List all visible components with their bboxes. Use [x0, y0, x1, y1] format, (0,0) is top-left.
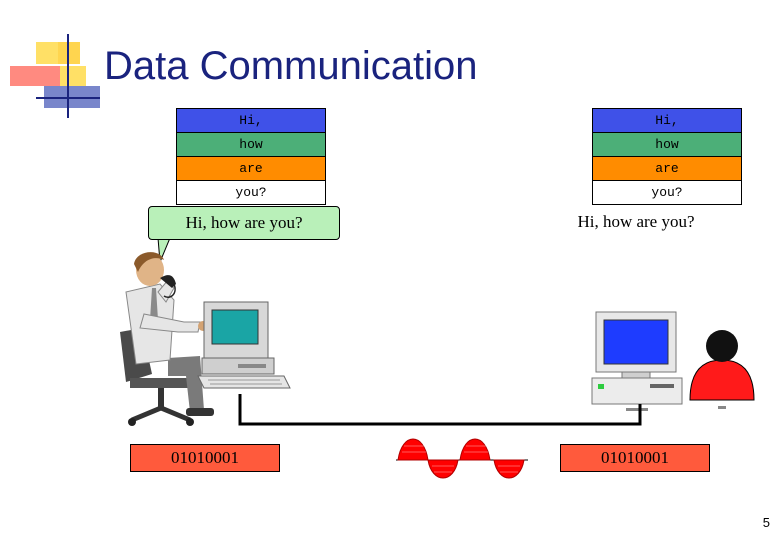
desktop-computer-icon	[197, 301, 291, 389]
packet-row: how	[593, 133, 741, 157]
packet-row: are	[177, 157, 325, 181]
packet-row: are	[593, 157, 741, 181]
receiver-packet: Hi, how are you?	[592, 108, 742, 205]
person-with-phone-icon	[120, 252, 214, 426]
sender-speech-bubble: Hi, how are you?	[148, 206, 340, 240]
page-number: 5	[762, 515, 770, 530]
packet-row: how	[177, 133, 325, 157]
packet-row: you?	[593, 181, 741, 204]
analog-wave-icon	[396, 438, 528, 479]
receiver-binary: 01010001	[560, 444, 710, 472]
receiver-message: Hi, how are you?	[562, 206, 710, 238]
sender-binary: 01010001	[130, 444, 280, 472]
receiver-person-icon	[689, 330, 755, 409]
packet-row: Hi,	[593, 109, 741, 133]
page-title: Data Communication	[104, 44, 478, 88]
packet-row: you?	[177, 181, 325, 204]
sender-packet: Hi, how are you?	[176, 108, 326, 205]
receiver-computer-icon	[591, 311, 683, 411]
packet-row: Hi,	[177, 109, 325, 133]
